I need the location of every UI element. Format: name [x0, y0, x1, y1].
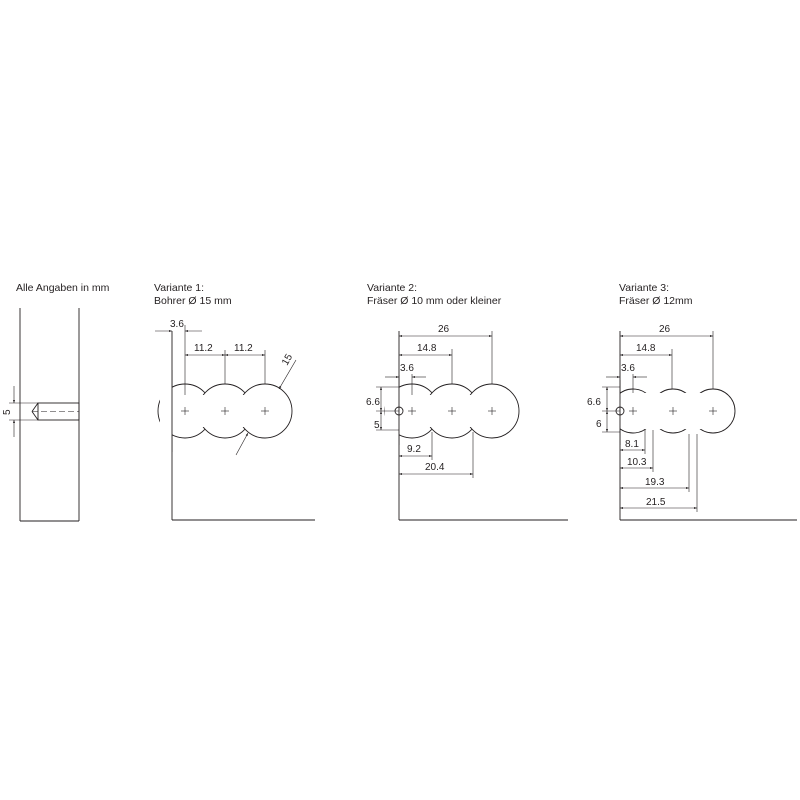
v3-dim-26: 26: [659, 324, 671, 335]
v3-dim-21-5: 21.5: [646, 497, 666, 508]
v1-center-marks: [181, 407, 269, 415]
v3-dim-10-3: 10.3: [627, 457, 647, 468]
variante-2-subtitle: Fräser Ø 10 mm oder kleiner: [367, 295, 502, 307]
v2-center-marks: [408, 407, 496, 415]
variante-2-title: Variante 2:: [367, 282, 417, 294]
v3-dim-19-3: 19.3: [645, 477, 665, 488]
variante-1: Variante 1: Bohrer Ø 15 mm 3.6 11.2 11.2…: [154, 282, 315, 521]
v3-dim-6: 6: [596, 419, 602, 430]
v1-dim-15: 15: [280, 352, 295, 368]
v3-dim-14-8: 14.8: [636, 343, 656, 354]
v2-dim-26: 26: [438, 324, 450, 335]
v2-dim-9-2: 9.2: [407, 444, 421, 455]
v2-dim-3-6: 3.6: [400, 363, 414, 374]
units-note: Alle Angaben in mm: [16, 282, 110, 294]
v1-dim-3-6: 3.6: [170, 319, 184, 330]
variante-2: Variante 2: Fräser Ø 10 mm oder kleiner …: [366, 282, 568, 521]
v2-dim-5: 5: [374, 420, 380, 431]
v2-dim-14-8: 14.8: [417, 343, 437, 354]
side-view: 5: [2, 308, 80, 522]
dim-5-label: 5: [2, 409, 13, 415]
v2-dim-6-6: 6.6: [366, 397, 380, 408]
v1-dim-11-2-a: 11.2: [194, 343, 213, 354]
v2-dim-20-4: 20.4: [425, 462, 445, 473]
variante-1-subtitle: Bohrer Ø 15 mm: [154, 295, 232, 307]
v3-dim-8-1: 8.1: [625, 439, 639, 450]
variante-3-title: Variante 3:: [619, 282, 669, 294]
v1-dim-11-2-b: 11.2: [234, 343, 253, 354]
variante-1-title: Variante 1:: [154, 282, 204, 294]
v3-dim-3-6: 3.6: [621, 363, 635, 374]
variante-3: Variante 3: Fräser Ø 12mm 26 14.8 3.6: [587, 282, 797, 521]
v3-center-marks: [629, 407, 717, 415]
variante-3-subtitle: Fräser Ø 12mm: [619, 295, 693, 307]
v3-dim-6-6: 6.6: [587, 397, 601, 408]
